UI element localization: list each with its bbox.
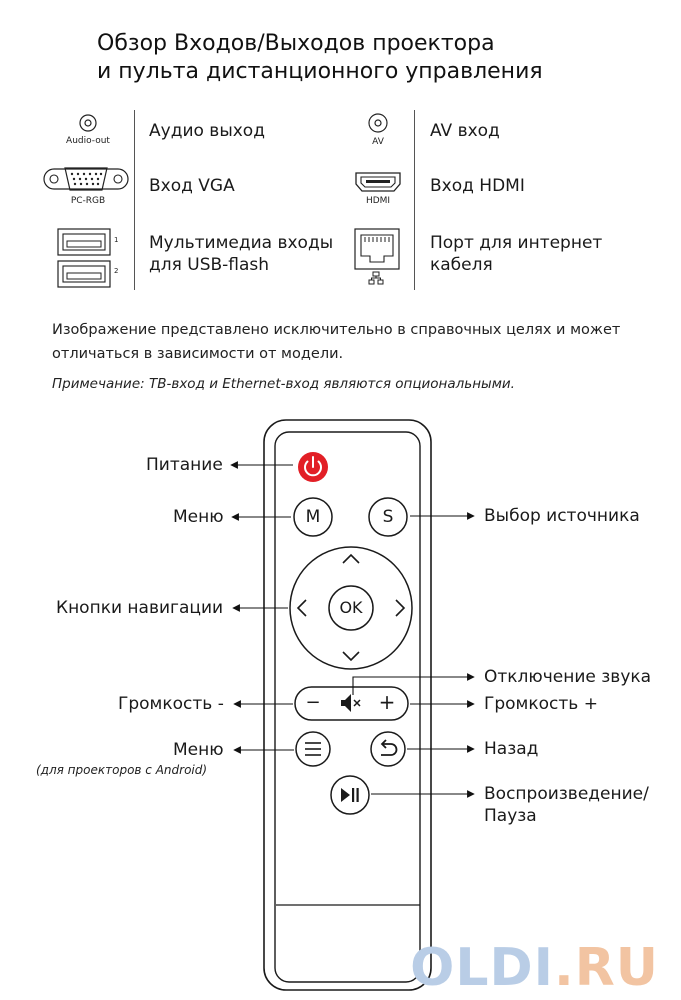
port-divider-left xyxy=(134,110,135,290)
ok-button-label: OK xyxy=(339,598,363,617)
back-icon xyxy=(381,743,398,756)
back-label: Назад xyxy=(484,739,539,759)
navigation-label: Кнопки навигации xyxy=(56,598,224,618)
android-menu-label: Меню xyxy=(173,740,224,760)
mute-arrow xyxy=(352,673,475,695)
hdmi-caption: HDMI xyxy=(365,196,391,206)
vga-caption: PC-RGB xyxy=(70,196,106,206)
title-line-2: и пульта дистанционного управления xyxy=(97,59,543,84)
disclaimer-line-1: Изображение представлено исключительно в… xyxy=(52,322,621,338)
volume-bar[interactable] xyxy=(294,686,409,721)
play-label-line-2: Пауза xyxy=(484,806,537,826)
hdmi-port-icon xyxy=(355,172,401,192)
play-pause-button[interactable] xyxy=(330,775,370,815)
ethernet-label-line-2: кабеля xyxy=(430,255,493,275)
volume-up-button[interactable]: + xyxy=(378,690,396,714)
av-label: AV вход xyxy=(430,121,500,141)
watermark-part-2: .RU xyxy=(553,938,659,998)
ethernet-label-line-1: Порт для интернет xyxy=(430,233,603,253)
volume-down-button[interactable]: − xyxy=(305,692,321,713)
watermark-part-1: OLDI xyxy=(410,938,554,998)
audio-out-caption: Audio-out xyxy=(66,136,110,146)
back-button[interactable] xyxy=(370,731,406,767)
title-line-1: Обзор Входов/Выходов проектора xyxy=(97,31,495,56)
audio-jack-icon xyxy=(79,114,97,132)
volume-up-label: Громкость + xyxy=(484,694,598,714)
hdmi-label: Вход HDMI xyxy=(430,176,525,196)
menu-button-label: M xyxy=(305,507,321,527)
arrow-right-icon xyxy=(395,599,406,617)
menu-button[interactable] xyxy=(293,497,333,537)
play-pause-icon xyxy=(341,788,359,802)
source-label: Выбор источника xyxy=(484,506,640,526)
hamburger-icon xyxy=(305,742,321,756)
vga-label: Вход VGA xyxy=(149,176,235,196)
note-text: Примечание: ТВ-вход и Ethernet-вход явля… xyxy=(52,376,515,392)
av-jack-icon xyxy=(368,113,388,133)
port-divider-right xyxy=(414,110,415,290)
disclaimer-text: Изображение представлено исключительно в… xyxy=(52,318,652,366)
mute-label: Отключение звука xyxy=(484,667,652,687)
menu-label: Меню xyxy=(173,507,224,527)
usb-label-line-1: Мультимедиа входы xyxy=(149,233,334,253)
android-menu-button[interactable] xyxy=(295,731,331,767)
volume-down-label: Громкость - xyxy=(118,694,224,714)
source-button[interactable] xyxy=(368,497,408,537)
av-caption: AV xyxy=(372,137,384,147)
page-title: Обзор Входов/Выходов проектора и пульта … xyxy=(97,30,543,86)
disclaimer-line-2: отличаться в зависимости от модели. xyxy=(52,346,344,362)
arrow-left-icon xyxy=(296,599,307,617)
mute-icon[interactable] xyxy=(341,694,361,712)
android-menu-note: (для проекторов с Android) xyxy=(36,763,208,777)
arrow-up-icon xyxy=(342,553,360,564)
power-label: Питание xyxy=(146,455,223,475)
power-icon xyxy=(304,460,322,477)
vga-port-icon xyxy=(43,167,129,191)
audio-out-label: Аудио выход xyxy=(149,121,265,141)
power-button[interactable] xyxy=(298,452,328,482)
usb-label-line-2: для USB-flash xyxy=(149,255,270,275)
arrow-down-icon xyxy=(342,651,360,662)
ok-button[interactable] xyxy=(328,585,374,631)
watermark: OLDI.RU xyxy=(410,938,659,998)
navigation-pad[interactable] xyxy=(289,546,413,670)
usb-1-caption: 1 xyxy=(114,236,119,244)
play-label-line-1: Воспроизведение/ xyxy=(484,784,649,804)
source-button-label: S xyxy=(382,507,394,527)
ethernet-port-icon xyxy=(354,228,400,285)
usb-port-icon xyxy=(57,228,111,288)
usb-2-caption: 2 xyxy=(114,267,119,275)
